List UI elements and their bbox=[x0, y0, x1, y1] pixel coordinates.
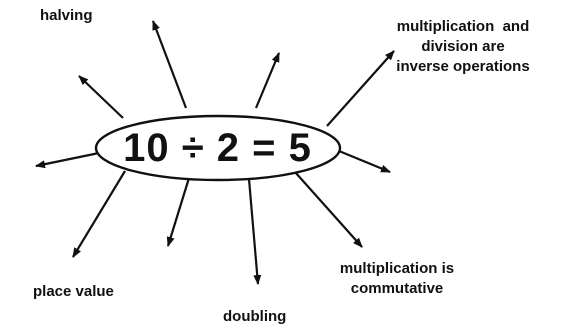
arrow-down-center bbox=[166, 177, 191, 247]
label-place-value: place value bbox=[33, 282, 114, 302]
arrow-left bbox=[35, 151, 100, 169]
label-doubling: doubling bbox=[223, 307, 286, 327]
arrow-right bbox=[338, 149, 391, 174]
label-inverse-line-1: multiplication and bbox=[396, 18, 530, 35]
arrow-to-place-value bbox=[72, 170, 126, 258]
label-doubling-text: doubling bbox=[223, 308, 287, 325]
central-equation: 10 ÷ 2 = 5 bbox=[123, 125, 312, 170]
arrow-to-commutative bbox=[294, 171, 363, 248]
label-inverse-line-2: division are bbox=[421, 38, 505, 55]
label-commutative-line-2: commutative bbox=[350, 280, 444, 297]
label-inverse-line-3: inverse operations bbox=[396, 58, 530, 75]
arrow-to-halving bbox=[78, 75, 124, 119]
label-halving-text: halving bbox=[40, 7, 93, 24]
arrow-to-inverse-operations bbox=[326, 50, 395, 127]
label-place-value-text: place value bbox=[33, 283, 114, 300]
central-ellipse bbox=[94, 114, 342, 182]
arrow-up-left bbox=[151, 20, 188, 109]
label-halving: halving bbox=[40, 6, 93, 26]
arrow-to-doubling bbox=[247, 178, 262, 285]
label-commutative: multiplication is commutative bbox=[324, 259, 470, 299]
arrow-up-right bbox=[254, 52, 281, 109]
label-inverse-operations: multiplication and division are inverse … bbox=[378, 17, 548, 77]
label-commutative-line-1: multiplication is bbox=[339, 260, 455, 277]
